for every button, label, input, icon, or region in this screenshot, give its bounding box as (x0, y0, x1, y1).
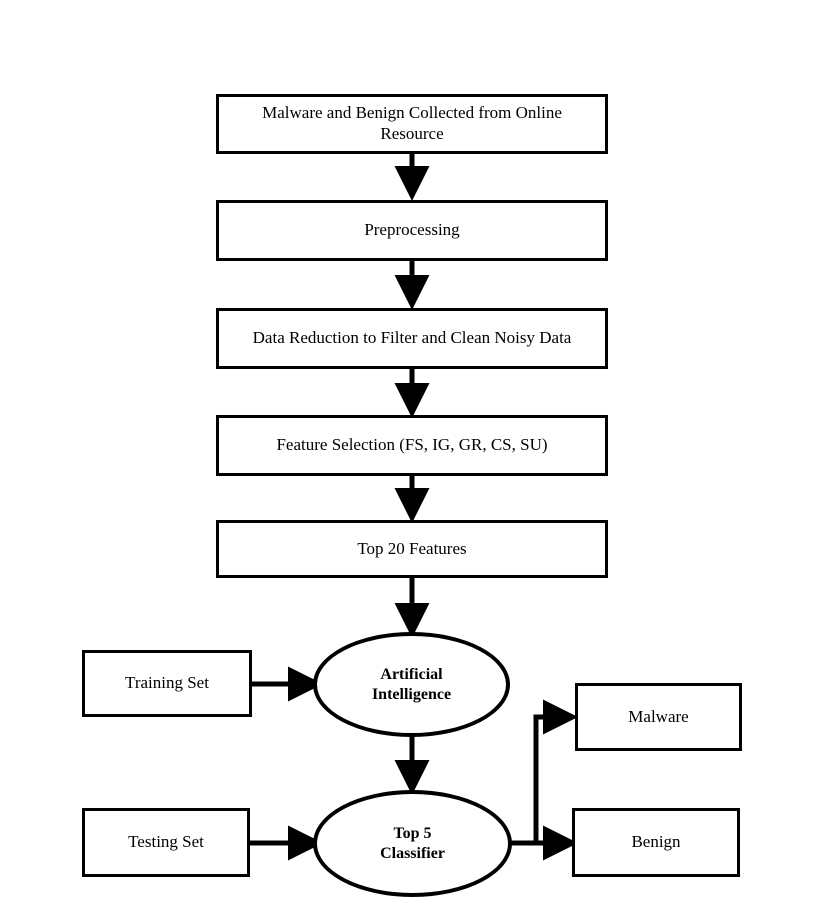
node-malware-output-label: Malware (628, 706, 689, 726)
node-data-reduction-label: Data Reduction to Filter and Clean Noisy… (252, 328, 572, 348)
node-feature-selection-label: Feature Selection (FS, IG, GR, CS, SU) (276, 435, 548, 455)
node-top-20-features-label: Top 20 Features (357, 538, 467, 558)
node-source-label: Malware and Benign Collected from Online… (262, 103, 562, 143)
node-benign-output-label: Benign (631, 832, 681, 852)
node-top-5-classifier-label: Top 5 Classifier (380, 824, 445, 862)
node-feature-selection[interactable]: Feature Selection (FS, IG, GR, CS, SU) (216, 415, 608, 476)
node-data-reduction[interactable]: Data Reduction to Filter and Clean Noisy… (216, 308, 608, 369)
node-preprocess-label: Preprocessing (364, 220, 460, 240)
node-benign-output[interactable]: Benign (572, 808, 740, 877)
node-artificial-intelligence[interactable]: Artificial Intelligence (313, 632, 510, 737)
node-testing-set-label: Testing Set (128, 832, 204, 852)
node-artificial-intelligence-label: Artificial Intelligence (371, 665, 452, 703)
edge-classifier-malware (533, 699, 579, 843)
node-malware-output[interactable]: Malware (575, 683, 742, 751)
node-testing-set[interactable]: Testing Set (82, 808, 250, 877)
node-source[interactable]: Malware and Benign Collected from Online… (216, 94, 608, 154)
node-preprocess[interactable]: Preprocessing (216, 200, 608, 261)
node-top-5-classifier[interactable]: Top 5 Classifier (313, 790, 512, 897)
node-training-set[interactable]: Training Set (82, 650, 252, 717)
node-top-20-features[interactable]: Top 20 Features (216, 520, 608, 578)
node-training-set-label: Training Set (125, 673, 209, 693)
